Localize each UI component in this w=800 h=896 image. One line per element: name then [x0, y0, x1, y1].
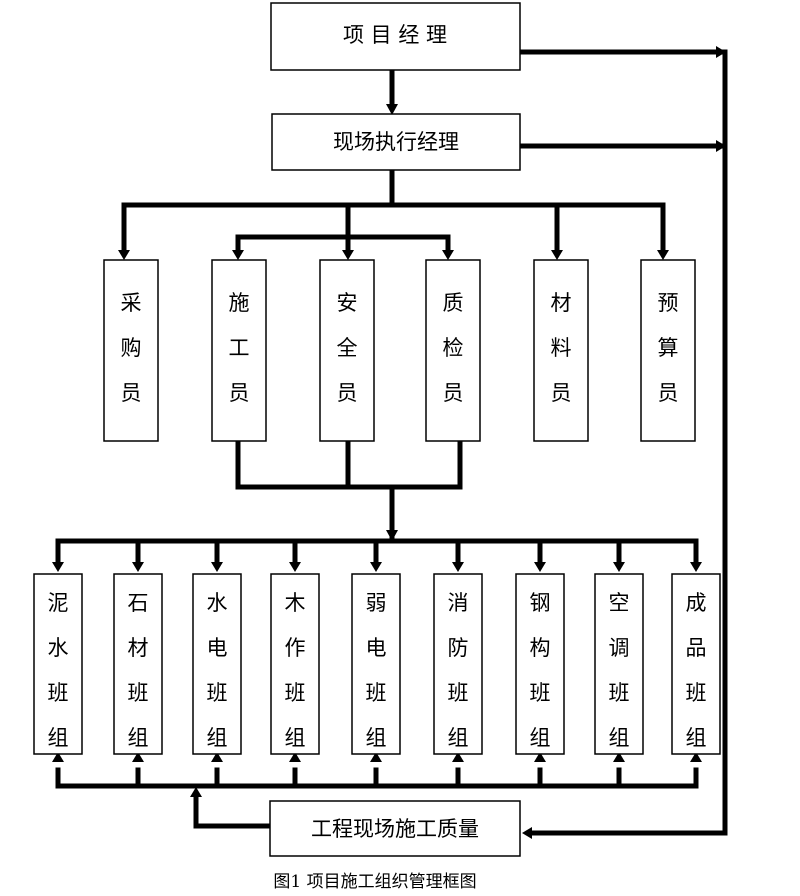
staff-box-construction-char-2: 员	[229, 381, 250, 405]
staff-box-procurement-char-0: 采	[121, 291, 142, 315]
team-box-plumbing-electric-char-3: 组	[207, 726, 228, 750]
staff-box-quality-char-2: 员	[443, 381, 464, 405]
staff-box-budget-char-0: 预	[658, 291, 679, 315]
team-box-finished-product-char-3: 组	[686, 726, 707, 750]
staff-box-quality-box	[425, 259, 481, 442]
staff-box-materials-char-2: 员	[551, 381, 572, 405]
connectors	[55, 49, 728, 836]
staff-box-materials-char-1: 料	[551, 336, 572, 360]
node-project-manager-label: 项 目 经 理	[343, 23, 447, 47]
staff-box-procurement-box	[103, 259, 159, 442]
team-box-carpentry-box	[270, 573, 320, 755]
staff-box-quality: 质检员	[425, 259, 481, 442]
team-box-stone-char-3: 组	[128, 726, 149, 750]
team-box-low-voltage-char-3: 组	[366, 726, 387, 750]
node-site-quality-label: 工程现场施工质量	[311, 817, 479, 841]
staff-box-budget-char-2: 员	[658, 381, 679, 405]
team-box-steel-structure-char-1: 构	[530, 636, 551, 660]
staff-box-safety-char-1: 全	[337, 336, 358, 360]
staff-box-materials: 材料员	[533, 259, 589, 442]
staff-box-safety-char-0: 安	[337, 291, 358, 315]
team-box-steel-structure-char-2: 班	[530, 681, 551, 705]
node-project-manager: 项 目 经 理	[270, 2, 521, 71]
team-box-stone-char-1: 材	[128, 636, 149, 660]
team-box-plumbing-electric-char-2: 班	[207, 681, 228, 705]
team-box-air-conditioning-box	[594, 573, 644, 755]
staff-box-construction-char-1: 工	[229, 336, 250, 360]
team-box-carpentry-char-3: 组	[285, 726, 306, 750]
node-site-manager: 现场执行经理	[271, 113, 521, 171]
staff-box-safety: 安全员	[319, 259, 375, 442]
team-box-low-voltage-box	[351, 573, 401, 755]
team-box-air-conditioning-char-3: 组	[609, 726, 630, 750]
team-box-finished-product-box	[671, 573, 721, 755]
team-box-plumbing-electric-char-1: 电	[207, 636, 228, 660]
staff-box-budget-box	[640, 259, 696, 442]
team-box-finished-product-char-1: 品	[686, 636, 707, 660]
team-box-mud-water-char-2: 班	[48, 681, 69, 705]
team-box-low-voltage-char-2: 班	[366, 681, 387, 705]
team-box-mud-water-box	[33, 573, 83, 755]
team-box-stone-char-0: 石	[128, 591, 149, 615]
team-box-fire-protection-char-1: 防	[448, 636, 469, 660]
team-box-plumbing-electric-char-0: 水	[207, 591, 228, 615]
staff-box-construction: 施工员	[211, 259, 267, 442]
staff-box-procurement: 采购员	[103, 259, 159, 442]
team-box-low-voltage-char-1: 电	[366, 636, 387, 660]
team-box-steel-structure-char-3: 组	[530, 726, 551, 750]
team-box-carpentry-char-0: 木	[285, 591, 306, 615]
staff-box-procurement-char-1: 购	[121, 336, 142, 360]
team-box-fire-protection-char-3: 组	[448, 726, 469, 750]
team-box-steel-structure-box	[515, 573, 565, 755]
node-site-quality: 工程现场施工质量	[269, 800, 521, 857]
team-box-mud-water-char-3: 组	[48, 726, 69, 750]
staff-box-materials-char-0: 材	[551, 291, 572, 315]
team-box-air-conditioning-char-2: 班	[609, 681, 630, 705]
team-box-stone-char-2: 班	[128, 681, 149, 705]
team-box-fire-protection-char-0: 消	[448, 591, 469, 615]
arrowheads	[52, 46, 726, 839]
staff-box-safety-box	[319, 259, 375, 442]
team-box-carpentry-char-2: 班	[285, 681, 306, 705]
staff-box-quality-char-0: 质	[443, 291, 464, 315]
team-box-low-voltage-char-0: 弱	[366, 591, 387, 615]
staff-box-procurement-char-2: 员	[121, 381, 142, 405]
team-box-air-conditioning-char-1: 调	[609, 636, 630, 660]
staff-box-budget: 预算员	[640, 259, 696, 442]
team-box-stone-box	[113, 573, 163, 755]
team-box-mud-water-char-1: 水	[48, 636, 69, 660]
staff-box-budget-char-1: 算	[658, 336, 679, 360]
team-box-plumbing-electric-box	[192, 573, 242, 755]
team-box-steel-structure-char-0: 钢	[530, 591, 551, 615]
staff-box-materials-box	[533, 259, 589, 442]
staff-box-safety-char-2: 员	[337, 381, 358, 405]
team-box-finished-product-char-0: 成	[686, 591, 707, 615]
staff-box-construction-box	[211, 259, 267, 442]
team-box-finished-product-char-2: 班	[686, 681, 707, 705]
team-box-carpentry-char-1: 作	[285, 636, 306, 660]
team-box-fire-protection-box	[433, 573, 483, 755]
figure-caption: 图1 项目施工组织管理框图	[273, 872, 476, 892]
team-box-mud-water-char-0: 泥	[48, 591, 69, 615]
staff-box-construction-char-0: 施	[229, 291, 250, 315]
team-box-fire-protection-char-2: 班	[448, 681, 469, 705]
staff-box-quality-char-1: 检	[443, 336, 464, 360]
node-site-manager-label: 现场执行经理	[333, 130, 459, 154]
team-box-air-conditioning-char-0: 空	[609, 591, 630, 615]
